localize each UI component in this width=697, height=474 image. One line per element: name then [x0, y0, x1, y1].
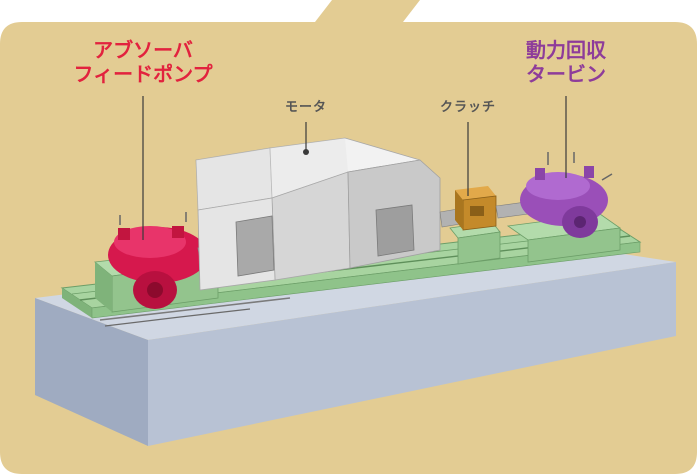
turbine-label-line2: タービン	[526, 62, 606, 87]
leader-lines	[142, 96, 567, 240]
clutch-label: クラッチ	[439, 100, 496, 115]
motor	[195, 137, 441, 291]
motor-leader-dot	[303, 149, 309, 155]
clutch	[455, 186, 497, 231]
power-recovery-turbine	[520, 152, 613, 238]
absorber-pump-label: アブソーバ フィードポンプ	[50, 38, 236, 87]
turbine-label-line1: 動力回収	[526, 38, 606, 62]
absorber-pump-label-line1: アブソーバ	[93, 38, 193, 62]
absorber-pump-label-line2: フィードポンプ	[73, 62, 213, 87]
absorber-feed-pump	[108, 212, 208, 309]
turbine-label: 動力回収 タービン	[506, 38, 626, 87]
motor-label: モータ	[284, 100, 327, 115]
